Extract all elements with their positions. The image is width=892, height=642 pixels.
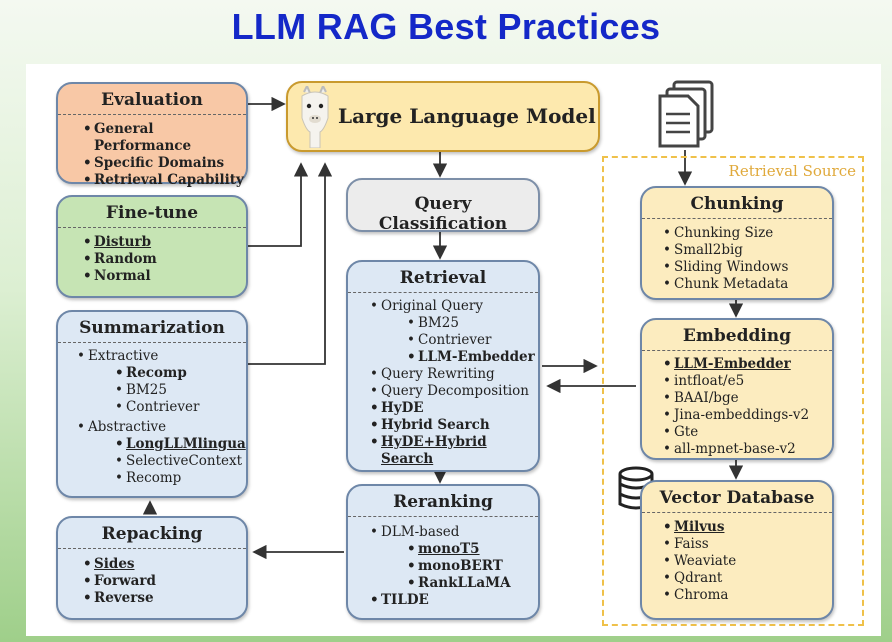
retrieval-source-label: Retrieval Source [728, 162, 856, 180]
vector-database-title: Vector Database [642, 482, 832, 513]
reranking-title: Reranking [348, 486, 538, 517]
list-item[interactable]: Milvus [663, 519, 832, 536]
list-item: Reverse [83, 590, 246, 607]
list-item: Retrieval Capability [83, 172, 246, 189]
list-item: Chunking Size [663, 225, 832, 242]
list-item: LongLLMlingua [115, 436, 246, 453]
list-item: Sliding Windows [663, 259, 832, 276]
finetune-box: Fine-tune Disturb Random Normal [56, 195, 248, 298]
list-item: Recomp [115, 470, 246, 487]
list-item: Faiss [663, 536, 832, 553]
list-item: BAAI/bge [663, 390, 832, 407]
list-item: Gte [663, 424, 832, 441]
summarization-box: Summarization Extractive Recomp BM25 Con… [56, 310, 248, 498]
llm-label: Large Language Model [338, 104, 596, 128]
list-item: Qdrant [663, 570, 832, 587]
list-item[interactable]: Disturb [83, 234, 246, 251]
list-item: Query Rewriting [370, 366, 538, 383]
retrieval-box: Retrieval Original Query BM25 Contriever… [346, 260, 540, 472]
list-item: TILDE [370, 592, 538, 609]
retrieval-source-frame: Retrieval Source [602, 156, 864, 626]
list-item: Contriever [407, 332, 538, 349]
list-item[interactable]: LLM-Embedder [663, 356, 832, 373]
evaluation-box: Evaluation General Performance Specific … [56, 82, 248, 189]
list-item: Specific Domains [83, 155, 246, 172]
list-item: monoBERT [407, 558, 538, 575]
list-item: HyDE [370, 400, 538, 417]
connector-arrows [142, 96, 744, 560]
embedding-box: Embedding LLM-Embedder intfloat/e5 BAAI/… [640, 318, 834, 460]
repacking-title: Repacking [58, 518, 246, 549]
list-item[interactable]: monoT5 [407, 541, 538, 558]
list-item: DLM-based [370, 524, 538, 541]
llm-box: Large Language Model [286, 81, 600, 152]
evaluation-title: Evaluation [58, 84, 246, 115]
list-item: LLM-Embedder [407, 349, 538, 366]
list-item: Original Query [370, 298, 538, 315]
list-item[interactable]: HyDE+Hybrid Search [370, 434, 538, 468]
chunking-box: Chunking Chunking Size Small2big Sliding… [640, 186, 834, 300]
list-item: BM25 [115, 382, 246, 399]
list-item: Forward [83, 573, 246, 590]
list-item: Small2big [663, 242, 832, 259]
list-item: Hybrid Search [370, 417, 538, 434]
list-item: intfloat/e5 [663, 373, 832, 390]
list-item: Abstractive [77, 419, 246, 436]
summarization-title: Summarization [58, 312, 246, 343]
list-item: Query Decomposition [370, 383, 538, 400]
llama-icon [301, 86, 329, 148]
chunking-title: Chunking [642, 188, 832, 219]
query-classification-box: Query Classification [346, 178, 540, 234]
embedding-title: Embedding [642, 320, 832, 351]
list-item: Chunk Metadata [663, 276, 832, 293]
list-item: Extractive [77, 348, 246, 365]
diagram-canvas: Evaluation General Performance Specific … [26, 64, 881, 636]
list-item: Chroma [663, 587, 832, 604]
documents-icon [658, 80, 714, 148]
finetune-title: Fine-tune [58, 197, 246, 228]
list-item: Jina-embeddings-v2 [663, 407, 832, 424]
list-item: Contriever [115, 399, 246, 416]
list-item: BM25 [407, 315, 538, 332]
query-classification-label: Query Classification [378, 194, 508, 234]
list-item: Weaviate [663, 553, 832, 570]
reranking-box: Reranking DLM-based monoT5 monoBERT Rank… [346, 484, 540, 620]
retrieval-title: Retrieval [348, 262, 538, 293]
list-item[interactable]: Recomp [115, 365, 246, 382]
list-item: SelectiveContext [115, 453, 246, 470]
repacking-box: Repacking Sides Forward Reverse [56, 516, 248, 620]
list-item: General Performance [83, 121, 246, 155]
list-item: RankLLaMA [407, 575, 538, 592]
list-item: all-mpnet-base-v2 [663, 441, 832, 458]
list-item: Normal [83, 268, 246, 285]
vector-database-box: Vector Database Milvus Faiss Weaviate Qd… [640, 480, 834, 620]
list-item: Random [83, 251, 246, 268]
page-title: LLM RAG Best Practices [231, 6, 661, 47]
list-item: Sides [83, 556, 246, 573]
